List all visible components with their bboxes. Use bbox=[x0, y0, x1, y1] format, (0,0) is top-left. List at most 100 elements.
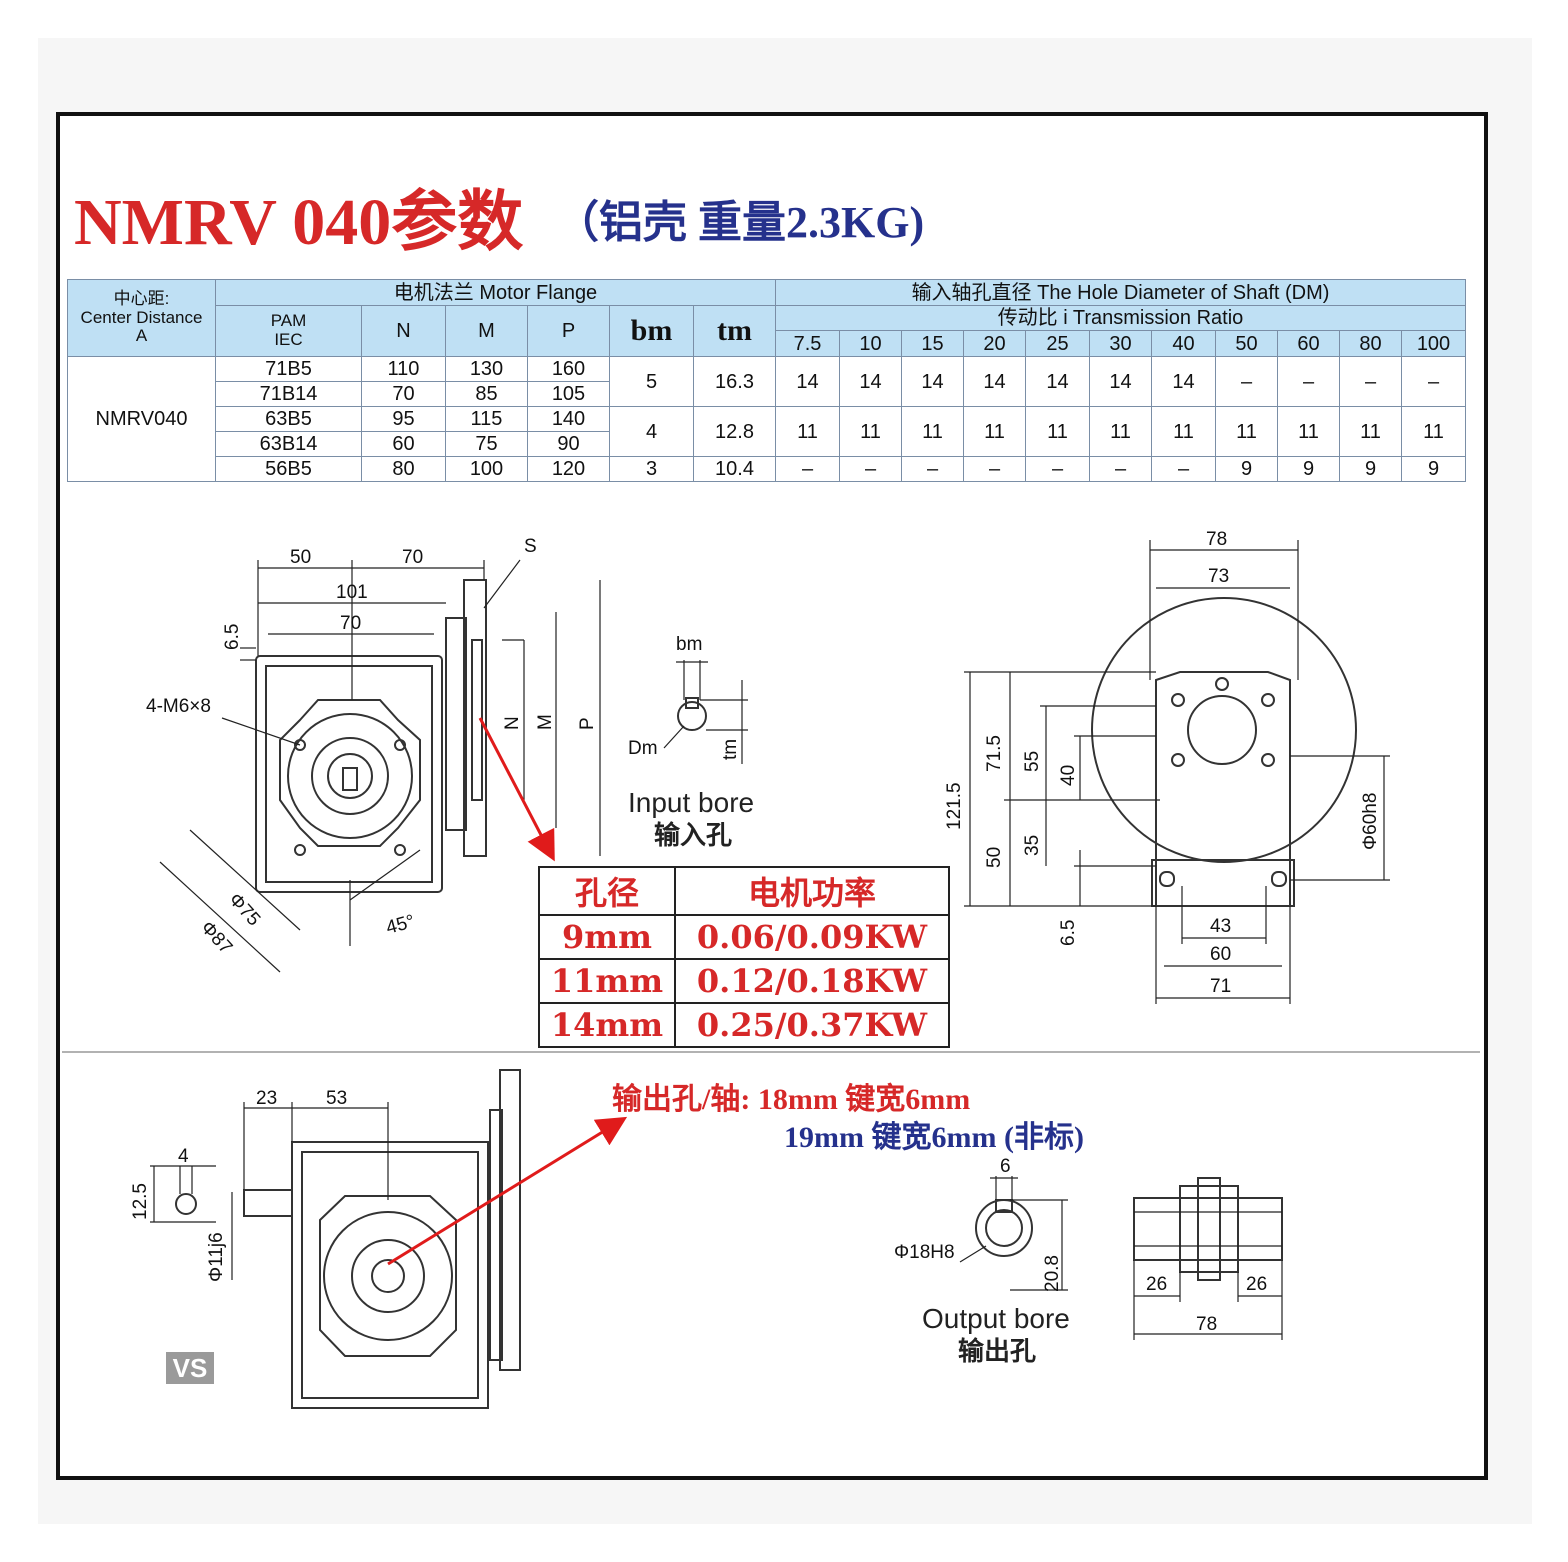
bm-cell: 3 bbox=[609, 456, 694, 482]
p-cell: 105 bbox=[527, 381, 610, 407]
dim-phi60h8: Φ60h8 bbox=[1360, 793, 1381, 850]
col-m-header: M bbox=[445, 305, 528, 357]
dim-p: P bbox=[577, 717, 598, 730]
dim-50-side: 50 bbox=[984, 847, 1005, 868]
dm-cell: 9 bbox=[1401, 456, 1466, 482]
dim-s: S bbox=[524, 536, 537, 557]
dm-cell: 11 bbox=[1151, 406, 1216, 457]
m-cell: 75 bbox=[445, 431, 528, 457]
dim-40: 40 bbox=[1058, 765, 1079, 786]
dm-cell: – bbox=[1277, 356, 1340, 407]
output-shaft-text-blue: 19mm 键宽6mm (非标) bbox=[784, 1121, 1084, 1154]
dm-cell: 9 bbox=[1215, 456, 1278, 482]
dim-60: 60 bbox=[1210, 944, 1231, 965]
table-row: NMRV040 71B5 110 130 160 5 16.3 14 14 14… bbox=[67, 356, 1466, 482]
center-distance-a: A bbox=[135, 326, 148, 346]
dm-cell: 11 bbox=[1215, 406, 1278, 457]
input-bore-label-cn: 输入孔 bbox=[654, 820, 732, 851]
dim-phi75: Φ75 bbox=[224, 889, 264, 930]
output-bore-height: 20.8 bbox=[1042, 1255, 1063, 1292]
tm-cell: 16.3 bbox=[693, 356, 776, 407]
ratio-cell: 20 bbox=[963, 330, 1026, 357]
dim-12-5: 12.5 bbox=[130, 1183, 151, 1220]
dim-45deg: 45° bbox=[384, 911, 417, 939]
dim-phi87: Φ87 bbox=[196, 917, 236, 958]
pam-cell: 63B5 bbox=[215, 406, 362, 432]
dm-cell: – bbox=[901, 456, 964, 482]
table-row: 71B14 70 85 105 bbox=[68, 381, 1466, 407]
dim-35: 35 bbox=[1022, 835, 1043, 856]
dm-cell: 9 bbox=[1339, 456, 1402, 482]
bm-cell: 5 bbox=[609, 356, 694, 407]
output-bore-drawing: 6 Φ18H8 20.8 bbox=[894, 1156, 1068, 1292]
dm-cell: 14 bbox=[963, 356, 1026, 407]
power-table: 孔径 电机功率 9mm 0.06/0.09KW 11mm 0.12/0.18KW… bbox=[538, 866, 950, 1048]
dim-55: 55 bbox=[1022, 751, 1043, 772]
motor-flange-header: 电机法兰 Motor Flange bbox=[215, 279, 776, 306]
dim-71-5: 71.5 bbox=[984, 735, 1005, 772]
center-distance-en: Center Distance bbox=[80, 307, 203, 327]
input-bore-bm: bm bbox=[676, 634, 702, 655]
dm-cell: – bbox=[1401, 356, 1466, 407]
input-bore-dm: Dm bbox=[628, 738, 658, 759]
dm-cell: 11 bbox=[1025, 406, 1090, 457]
dim-4: 4 bbox=[178, 1146, 189, 1167]
power-cell: 0.06/0.09KW bbox=[674, 914, 950, 960]
input-bore-drawing: bm Dm tm bbox=[628, 634, 748, 764]
input-bore-tm: tm bbox=[720, 739, 741, 760]
parameter-table: 中心距: Center Distance A 电机法兰 Motor Flange… bbox=[67, 279, 1466, 482]
ratio-cell: 30 bbox=[1089, 330, 1152, 357]
dm-cell: 14 bbox=[1151, 356, 1216, 407]
dim-23: 23 bbox=[256, 1088, 277, 1109]
vs-logo: VS bbox=[166, 1352, 214, 1384]
dim-73: 73 bbox=[1208, 566, 1229, 587]
dim-4-m6x8: 4-M6×8 bbox=[146, 696, 211, 717]
m-cell: 115 bbox=[445, 406, 528, 432]
dim-70-inner: 70 bbox=[340, 613, 361, 634]
hole-diameter-header: 输入轴孔直径 The Hole Diameter of Shaft (DM) bbox=[775, 279, 1466, 306]
bore-cell: 9mm bbox=[538, 914, 676, 960]
dm-cell: – bbox=[1025, 456, 1090, 482]
dim-43: 43 bbox=[1210, 916, 1231, 937]
output-bore-label-en: Output bore bbox=[922, 1303, 1070, 1334]
bottom-view-drawing: 23 53 4 12.5 Φ11j6 bbox=[130, 1069, 628, 1409]
ratio-cell: 100 bbox=[1401, 330, 1466, 357]
table-row: 11mm 0.12/0.18KW bbox=[538, 958, 950, 1004]
page-subtitle: （铝壳 重量2.3KG) bbox=[555, 198, 925, 247]
page-title: NMRV 040参数 bbox=[74, 186, 524, 259]
dm-cell: 11 bbox=[1277, 406, 1340, 457]
dm-cell: 11 bbox=[1089, 406, 1152, 457]
dm-cell: – bbox=[839, 456, 902, 482]
dim-26-left: 26 bbox=[1146, 1274, 1167, 1295]
ratio-cell: 60 bbox=[1277, 330, 1340, 357]
ratio-cell: 25 bbox=[1025, 330, 1090, 357]
dm-cell: – bbox=[1339, 356, 1402, 407]
pam-iec-header: PAM IEC bbox=[215, 305, 362, 357]
dm-cell: 14 bbox=[1025, 356, 1090, 407]
ratio-cell: 7.5 bbox=[775, 330, 840, 357]
front-view-drawing: 50 70 101 70 6.5 4-M6×8 S N M P Φ75 Φ87 … bbox=[146, 536, 601, 973]
n-cell: 110 bbox=[361, 356, 446, 382]
table-row: 9mm 0.06/0.09KW bbox=[538, 914, 950, 960]
power-header-power: 电机功率 bbox=[674, 866, 950, 916]
center-distance-cn: 中心距: bbox=[113, 288, 170, 308]
col-tm-header: tm bbox=[693, 305, 776, 357]
pam-cell: 56B5 bbox=[215, 456, 362, 482]
dm-cell: – bbox=[1089, 456, 1152, 482]
dm-cell: 14 bbox=[901, 356, 964, 407]
tm-cell: 10.4 bbox=[693, 456, 776, 482]
m-cell: 100 bbox=[445, 456, 528, 482]
n-cell: 80 bbox=[361, 456, 446, 482]
dm-cell: 11 bbox=[901, 406, 964, 457]
dim-101: 101 bbox=[336, 582, 368, 603]
table-row: 14mm 0.25/0.37KW bbox=[538, 1002, 950, 1048]
dm-cell: 11 bbox=[839, 406, 902, 457]
side-view-drawing: 78 73 121.5 71.5 55 40 50 35 6.5 43 60 7… bbox=[944, 529, 1390, 1004]
model-cell: NMRV040 bbox=[67, 356, 216, 482]
table-row: 63B14 60 75 90 bbox=[68, 431, 1466, 457]
output-shaft-text-red: 输出孔/轴: 18mm 键宽6mm bbox=[612, 1083, 971, 1116]
dim-6-5: 6.5 bbox=[222, 624, 243, 650]
power-cell: 0.25/0.37KW bbox=[674, 1002, 950, 1048]
n-cell: 70 bbox=[361, 381, 446, 407]
